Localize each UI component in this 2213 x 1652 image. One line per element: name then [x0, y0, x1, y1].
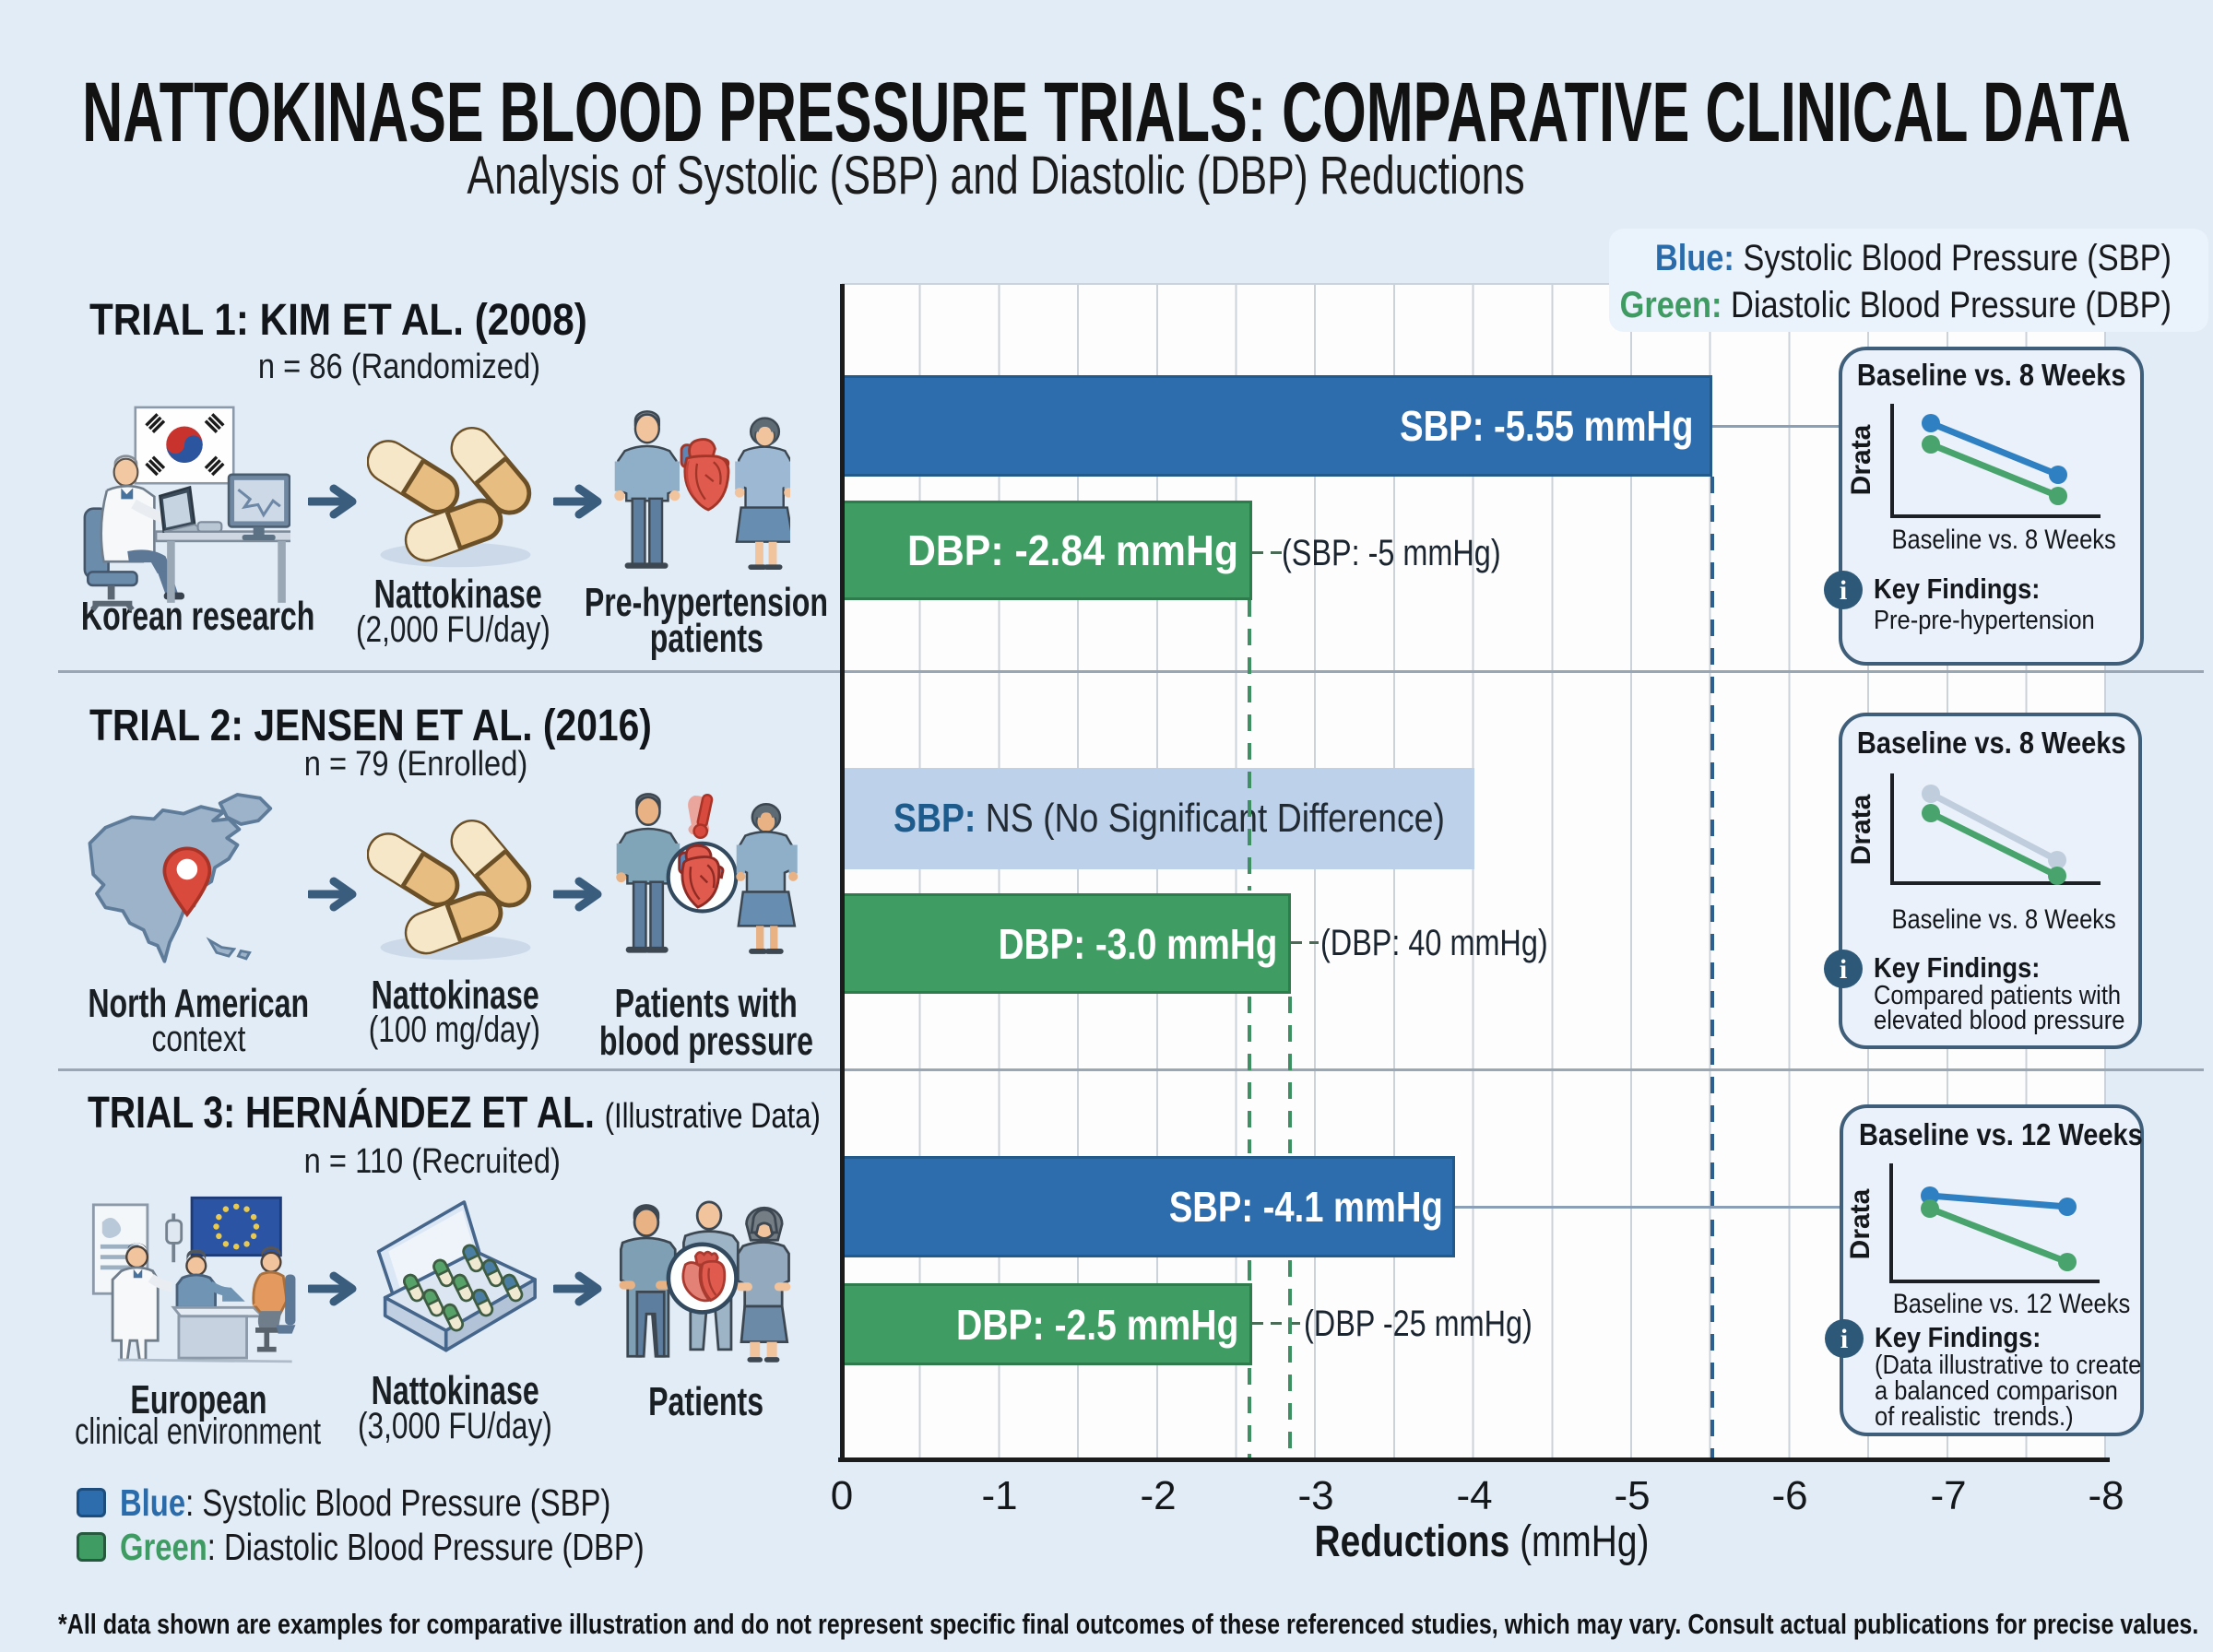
svg-text:i: i	[1840, 575, 1847, 606]
svg-text:Drata: Drata	[1845, 1188, 1876, 1259]
svg-text:Drata: Drata	[1846, 794, 1876, 865]
svg-text:i: i	[1840, 954, 1847, 985]
svg-text:i: i	[1840, 1324, 1848, 1354]
svg-text:Drata: Drata	[1846, 424, 1876, 495]
